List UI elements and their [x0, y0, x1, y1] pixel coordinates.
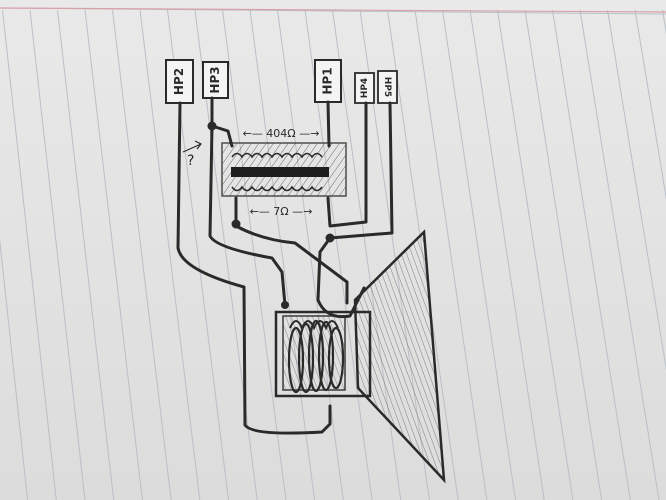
ruled-line: [524, 9, 603, 500]
question-mark: ?: [187, 153, 194, 169]
transformer-core: [231, 167, 329, 177]
speaker-magnet-box: [274, 310, 372, 398]
ruled-line: [84, 9, 143, 500]
ruled-line: [2, 9, 57, 500]
wires: [176, 96, 394, 435]
ruled-line: [442, 9, 516, 500]
terminal-hp3: HP3: [202, 61, 229, 99]
ruled-line: [0, 238, 29, 500]
ruled-line: [497, 9, 574, 500]
ruled-line: [139, 9, 201, 500]
speaker-cone: [353, 229, 446, 484]
wire-hp3-primary: [210, 96, 234, 148]
terminal-hp5: HP5: [377, 70, 398, 104]
primary-winding: [231, 152, 323, 159]
hp2-label: HP2: [172, 68, 186, 95]
ruled-line: [57, 9, 115, 500]
ruled-line: [469, 9, 545, 500]
hp3-label: HP3: [208, 66, 222, 93]
terminal-hp2: HP2: [165, 59, 194, 104]
terminal-hp1: HP1: [314, 59, 342, 103]
ruled-line: [29, 9, 86, 500]
ruled-line: [634, 9, 666, 200]
ruled-line: [112, 9, 172, 500]
hp1-label: HP1: [321, 67, 335, 94]
secondary-impedance-label: ←— 7Ω —→: [250, 205, 313, 218]
voice-coil: [287, 319, 345, 394]
wire-hp1-primary: [326, 100, 331, 148]
ruled-line: [552, 9, 631, 500]
wire-hp3-down: [208, 124, 287, 307]
secondary-winding: [231, 185, 323, 192]
hp5-label: HP5: [382, 77, 392, 97]
ruled-line: [249, 9, 316, 500]
wire-hp2-loop: [176, 101, 332, 435]
terminal-hp4: HP4: [354, 72, 375, 104]
ruled-line: [607, 9, 666, 371]
transformer: [221, 142, 347, 197]
hp4-label: HP4: [360, 78, 370, 98]
margin-line: [0, 7, 666, 13]
speaker: [274, 229, 446, 484]
ruled-line: [662, 9, 666, 34]
primary-impedance-label: ←— 404Ω —→: [243, 127, 320, 140]
wire-hp4-secondary: [326, 101, 368, 228]
unknown-annotation: ?: [182, 140, 202, 169]
wire-hp5-speaker: [316, 101, 394, 319]
ruled-line: [579, 9, 660, 500]
ruled-line: [414, 9, 488, 500]
